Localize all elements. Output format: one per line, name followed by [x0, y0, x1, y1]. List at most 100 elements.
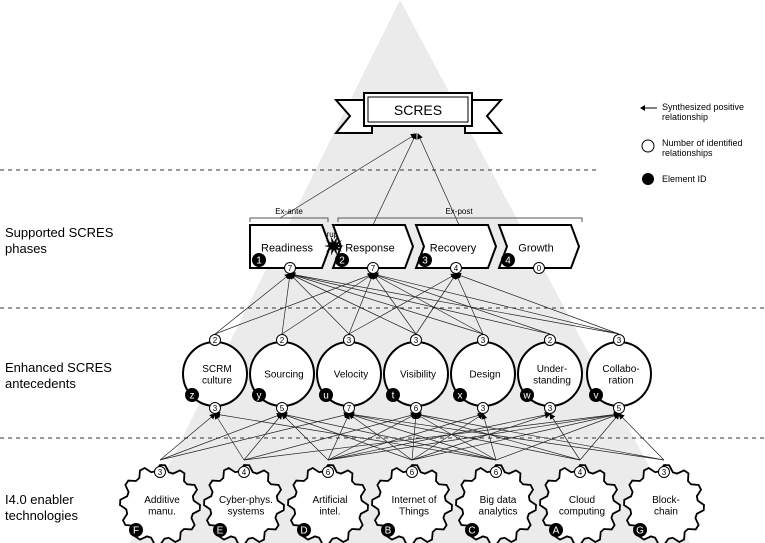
- relationship-edges: [159, 133, 665, 461]
- ex-post-label: Ex-post: [445, 207, 473, 216]
- antecedent-in-count: [209, 402, 221, 414]
- antecedent-id-badge-label: t: [392, 391, 395, 402]
- enabler-to-antecedent-edge: [415, 411, 665, 461]
- phase-to-title-edge: [372, 133, 417, 226]
- phase-count-circle-count: 7: [288, 264, 293, 273]
- antecedent-out-count: [544, 334, 556, 346]
- enabler-to-antecedent-edge: [481, 413, 497, 461]
- enabler-count-circle-count: 6: [410, 468, 415, 477]
- enabler-id-badge-label: A: [553, 526, 560, 537]
- enabler-count-circle-count: 6: [326, 468, 331, 477]
- banner-inner: [367, 96, 469, 123]
- gear-icon: [203, 464, 285, 543]
- phase-readiness: Readiness: [249, 224, 332, 269]
- antecedent-id-badge: [319, 388, 333, 402]
- antecedent-in-count-count: 7: [347, 404, 352, 413]
- antecedent-in-count: [544, 402, 556, 414]
- antecedent-to-phase-edge: [415, 273, 457, 335]
- enabler-G: Block-chain: [623, 464, 705, 543]
- enabler-count-circle-count: 4: [578, 468, 583, 477]
- phase-id-badge-label: 1: [256, 256, 262, 267]
- enabler-id-badge-label: C: [468, 526, 475, 537]
- antecedent-out-count: [276, 334, 288, 346]
- enabler-to-antecedent-edge: [348, 412, 497, 461]
- antecedent-out-count-count: 2: [280, 336, 285, 345]
- antecedent-to-phase-edge: [348, 273, 374, 335]
- antecedent-out-count: [613, 334, 625, 346]
- enabler-id-badge: [633, 523, 647, 537]
- antecedent-label: Design: [469, 370, 500, 381]
- antecedent-in-count-count: 5: [280, 404, 285, 413]
- background-pyramid: [130, 0, 690, 543]
- circle-icon: [641, 139, 655, 153]
- phase-label: Recovery: [430, 242, 477, 254]
- enabler-to-antecedent-edge: [411, 412, 551, 461]
- phase-shape: [414, 224, 498, 269]
- enabler-id-badge-label: F: [133, 526, 139, 537]
- antecedent-id-badge-label: z: [190, 391, 195, 402]
- enabler-count-circle-count: 3: [662, 468, 667, 477]
- enabler-id-badge-label: E: [217, 526, 224, 537]
- antecedent-id-badge: [589, 388, 603, 402]
- phase-to-title-edge: [279, 133, 417, 219]
- enabler-to-antecedent-edge: [243, 411, 620, 461]
- enabler-count-circle-count: 6: [494, 468, 499, 477]
- enabler-count-circle: [238, 466, 250, 478]
- phase-label: Response: [345, 242, 395, 254]
- arrow-icon: [640, 105, 657, 111]
- enabler-to-antecedent-edge: [327, 413, 350, 461]
- antecedent-in-count-count: 3: [481, 404, 486, 413]
- antecedent-in-count: [410, 402, 422, 414]
- phase-to-title-edge: [417, 133, 460, 226]
- enabler-to-antecedent-edge: [214, 413, 245, 461]
- enabler-label: Block-chain: [652, 495, 680, 518]
- antecedent-out-count: [410, 334, 422, 346]
- phase-label: Growth: [518, 242, 553, 254]
- disruption-label: Disruption: [315, 230, 351, 239]
- antecedent-to-phase-edge: [289, 273, 417, 335]
- disruption-burst-icon: [324, 236, 344, 256]
- antecedent-label: Visibility: [400, 370, 436, 381]
- ex-ante-bracket: [249, 217, 329, 222]
- phase-label: Readiness: [261, 242, 313, 254]
- antecedent-id-badge-label: w: [522, 391, 531, 402]
- phase-count-circle-count: 4: [454, 264, 459, 273]
- enabler-to-antecedent-edge: [579, 413, 620, 461]
- filled-dot-icon: [642, 173, 654, 185]
- enabler-count-circle: [658, 466, 670, 478]
- diagram-title: SCRES: [394, 102, 442, 118]
- antecedent-id-badge: [185, 388, 199, 402]
- enabler-id-badge: [465, 523, 479, 537]
- enabler-to-antecedent-edge: [411, 413, 484, 461]
- enabler-to-antecedent-edge: [281, 413, 329, 461]
- enabler-count-circle: [322, 466, 334, 478]
- gear-icon: [119, 464, 201, 543]
- enabler-id-badge-label: G: [636, 526, 644, 537]
- enabler-id-badge: [297, 523, 311, 537]
- gear-icon: [623, 464, 705, 543]
- antecedents-section-label: Enhanced SCRES antecedents: [5, 360, 112, 391]
- antecedent-to-phase-edge: [455, 273, 484, 335]
- antecedent-in-count-count: 3: [548, 404, 553, 413]
- antecedent-to-phase-edge: [289, 273, 350, 335]
- antecedent-label: Sourcing: [264, 370, 303, 381]
- antecedent-w: Under-standing: [517, 341, 583, 407]
- enabler-id-badge: [549, 523, 563, 537]
- antecedent-in-count-count: 5: [617, 404, 622, 413]
- enabler-to-antecedent-edge: [243, 413, 283, 461]
- phase-growth: Growth: [497, 224, 581, 269]
- enabler-to-antecedent-edge: [348, 413, 413, 461]
- legend-dot-text: Element ID: [662, 174, 707, 184]
- antecedent-in-count-count: 6: [414, 404, 419, 413]
- antecedent-out-count-count: 3: [481, 336, 486, 345]
- enabler-to-antecedent-edge: [327, 412, 551, 461]
- enabler-count-circle: [154, 466, 166, 478]
- enabler-to-antecedent-edge: [415, 413, 497, 461]
